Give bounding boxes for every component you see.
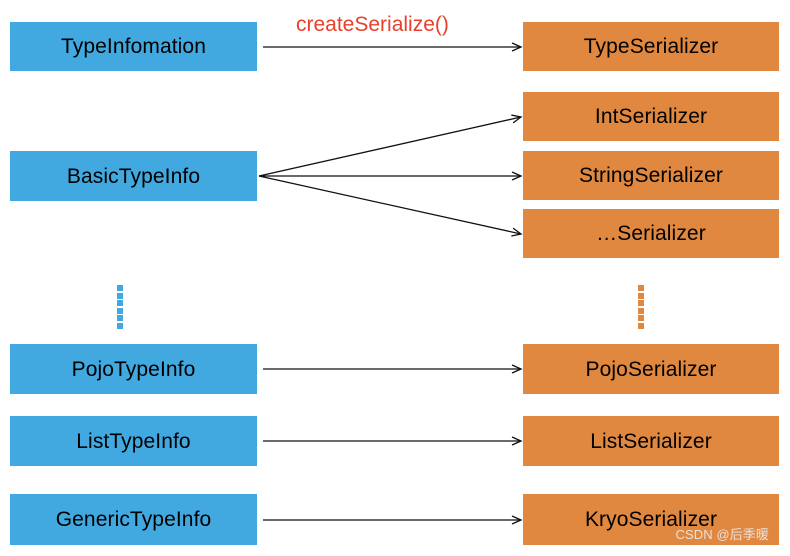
node-ellipsis-serializer[interactable]: …Serializer <box>523 209 779 258</box>
node-basic-type-info[interactable]: BasicTypeInfo <box>10 151 257 201</box>
node-label: ListSerializer <box>590 429 712 453</box>
dot <box>638 307 644 314</box>
dot <box>638 322 644 329</box>
node-label: TypeInfomation <box>61 35 206 58</box>
node-label: StringSerializer <box>579 164 723 187</box>
node-pojo-serializer[interactable]: PojoSerializer <box>523 344 779 394</box>
node-type-serializer[interactable]: TypeSerializer <box>523 22 779 71</box>
dot <box>117 322 123 329</box>
node-label: KryoSerializer <box>584 508 718 531</box>
node-label: IntSerializer <box>594 105 708 128</box>
arrow-basictypeinfo-to-ellipsisserializer <box>258 175 523 237</box>
arrow-basictypeinfo-to-intserializer <box>258 114 523 177</box>
dot <box>117 292 123 299</box>
dot <box>638 315 644 322</box>
dot <box>117 315 123 322</box>
dot <box>117 300 123 307</box>
node-kryo-serializer[interactable]: KryoSerializer CSDN @后季暖 <box>523 494 779 545</box>
ellipsis-dots-right <box>638 285 644 329</box>
node-label: GenericTypeInfo <box>55 508 212 531</box>
dot <box>638 300 644 307</box>
node-generic-type-info[interactable]: GenericTypeInfo <box>10 494 257 545</box>
node-string-serializer[interactable]: StringSerializer <box>523 151 779 200</box>
node-label: TypeSerializer <box>583 35 719 58</box>
node-label: ListTypeInfo <box>76 429 191 453</box>
node-list-serializer[interactable]: ListSerializer <box>523 416 779 466</box>
edge-label-create-serialize: createSerialize() <box>296 13 449 36</box>
node-type-information[interactable]: TypeInfomation <box>10 22 257 71</box>
node-label: PojoTypeInfo <box>71 357 196 381</box>
node-label: PojoSerializer <box>585 357 717 381</box>
dot <box>117 307 123 314</box>
csdn-watermark: CSDN @后季暖 <box>675 527 769 542</box>
dot <box>117 285 123 291</box>
node-label: BasicTypeInfo <box>66 164 201 188</box>
ellipsis-dots-left <box>117 285 123 329</box>
dot <box>638 292 644 299</box>
node-pojo-type-info[interactable]: PojoTypeInfo <box>10 344 257 394</box>
node-int-serializer[interactable]: IntSerializer <box>523 92 779 141</box>
node-label: …Serializer <box>596 222 706 245</box>
node-list-type-info[interactable]: ListTypeInfo <box>10 416 257 466</box>
dot <box>638 285 644 291</box>
